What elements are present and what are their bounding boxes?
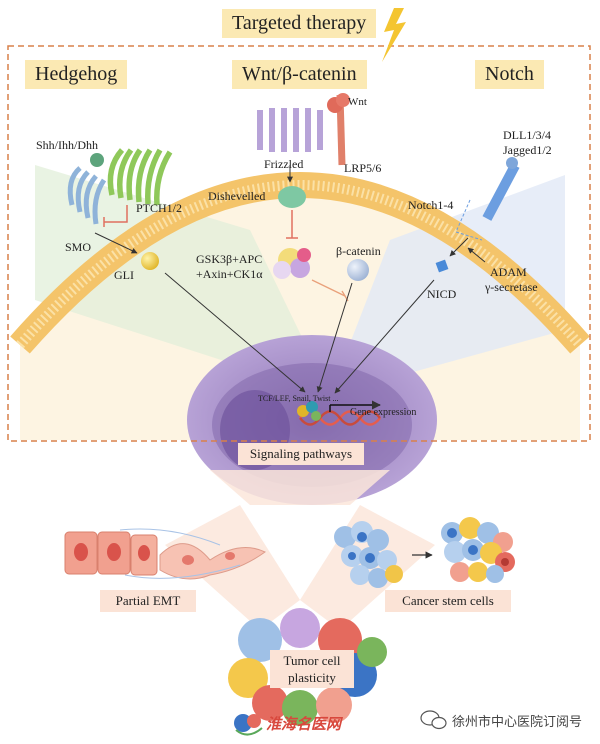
nicd-label: NICD: [427, 287, 457, 301]
gli-label: GLI: [114, 268, 134, 282]
flow-arrow-top: [210, 470, 390, 505]
logo-text: 淮海名医网: [266, 715, 342, 733]
adam-arrow: [467, 247, 486, 263]
tumor-plasticity-line1: Tumor cell: [283, 653, 341, 668]
hedgehog-ligand: [90, 153, 104, 167]
gene-expression-label: Gene expression: [350, 407, 417, 418]
targeted-therapy-title: Targeted therapy: [222, 9, 377, 38]
emt-cells: [64, 528, 266, 580]
gli-nucleus-arrow: [164, 272, 306, 393]
cell-membrane: [10, 172, 590, 354]
wnt-ligand-2: [336, 93, 350, 107]
betacatenin-nucleus-arrow: [316, 282, 353, 393]
transcription-factors-label: TCF/LEF, Snail, Twist ...: [258, 394, 339, 403]
smo-receptor: [67, 166, 107, 225]
ptch-label: PTCH1/2: [136, 201, 183, 215]
notch-receptor-label: Notch1-4: [408, 198, 454, 212]
pathways-frame: [7, 45, 591, 442]
tumor-plasticity-line2: plasticity: [288, 670, 336, 685]
nicd-fragment: [435, 259, 449, 273]
gamma-secretase-label: γ-secretase: [485, 280, 538, 294]
smo-gli-arrow: [94, 232, 138, 254]
notch-receptor: [482, 163, 520, 221]
tf-blob-3: [311, 411, 321, 421]
signaling-pathways-box: Signaling pathways: [238, 443, 364, 465]
complex-label-line1: GSK3β+APC: [196, 252, 263, 266]
cancer-stem-cells-box: Cancer stem cells: [385, 590, 511, 612]
ptch-receptor: [107, 148, 173, 206]
notch-ligand: [506, 157, 518, 169]
beta-catenin-protein: [347, 259, 369, 281]
dishevelled-protein: [278, 186, 306, 208]
lrp-label: LRP5/6: [344, 161, 382, 175]
jagged-label: Jagged1/2: [503, 143, 552, 157]
gli-protein: [141, 252, 159, 270]
stem-cells-cluster-b: [441, 517, 515, 583]
dll-label: DLL1/3/4: [503, 128, 551, 142]
complex-betacatenin-inhibition: [311, 279, 346, 297]
wechat-icon: [420, 710, 447, 730]
hedgehog-title: Hedgehog: [25, 60, 128, 89]
wnt-title: Wnt/β-catenin: [232, 60, 367, 89]
notch-shade: [330, 175, 565, 395]
notch-cleavage-site: [455, 199, 483, 241]
beta-catenin-label: β-catenin: [336, 244, 381, 258]
hedgehog-ligand-label: Shh/Ihh/Dhh: [36, 138, 99, 152]
account-name: 徐州市中心医院订阅号: [452, 715, 583, 730]
adam-label: ADAM: [490, 265, 527, 279]
complex-label-line2: +Axin+CK1α: [196, 267, 263, 281]
lightning-icon: [382, 8, 406, 62]
ptch-smo-inhibition: [104, 205, 128, 223]
tf-blob-1: [297, 405, 309, 417]
tf-blob-2: [306, 401, 318, 413]
hospital-logo-icon: [234, 714, 263, 736]
frizzled-label: Frizzled: [264, 157, 304, 171]
destruction-complex: [273, 248, 311, 279]
notch-nicd-arrow: [449, 237, 469, 257]
frizzled-receptor: [257, 108, 323, 152]
dna-strand-b: [299, 410, 381, 426]
wnt-ligand-label: Wnt: [348, 96, 367, 108]
smo-label: SMO: [65, 240, 92, 254]
tumor-plasticity-box: Tumor cell plasticity: [270, 650, 354, 688]
notch-title: Notch: [475, 60, 544, 89]
partial-emt-box: Partial EMT: [100, 590, 196, 612]
dishevelled-label: Dishevelled: [208, 189, 266, 203]
nicd-nucleus-arrow: [334, 279, 435, 394]
stem-cells-cluster-a: [334, 521, 403, 588]
